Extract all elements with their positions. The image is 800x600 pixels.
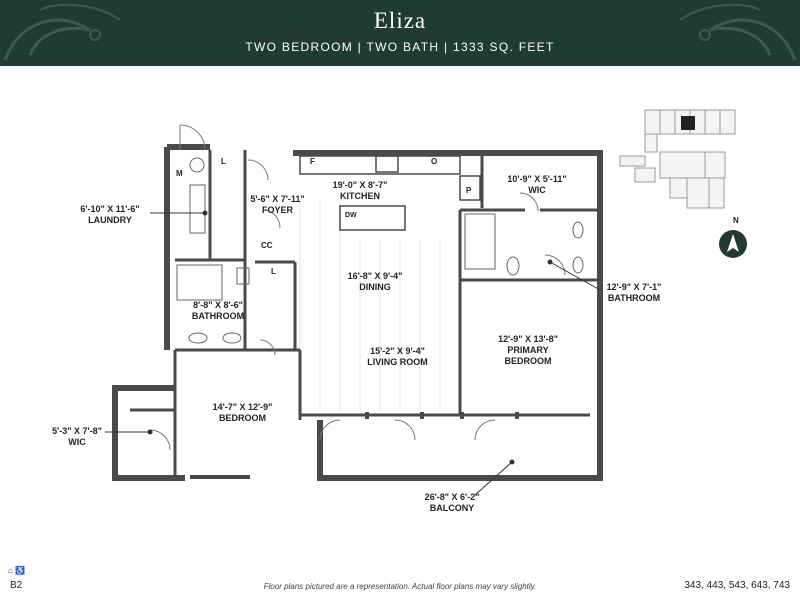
room-foyer-dim: 5'-6" X 7'-11": [250, 194, 305, 204]
room-foyer: 5'-6" X 7'-11" FOYER: [240, 194, 315, 216]
room-wic-primary-dim: 10'-9" X 5'-11": [507, 174, 567, 184]
room-laundry-dim: 6'-10" X 11'-6": [80, 204, 140, 214]
room-wic-primary-name: WIC: [528, 185, 546, 195]
room-bathroom-dim: 8'-8" X 8'-6": [193, 300, 243, 310]
keyplan-unit-highlight: [681, 116, 695, 130]
floor-plan-drawing: [105, 124, 603, 496]
room-laundry: 6'-10" X 11'-6" LAUNDRY: [70, 204, 150, 226]
room-dining-dim: 16'-8" X 9'-4": [347, 271, 403, 281]
room-wic: 5'-3" X 7'-8" WIC: [42, 426, 112, 448]
room-living-room: 15'-2" X 9'-4" LIVING ROOM: [355, 346, 440, 368]
unit-numbers: 343, 443, 543, 643, 743: [684, 580, 790, 591]
room-wic-primary: 10'-9" X 5'-11" WIC: [497, 174, 577, 196]
room-bedroom-dim: 14'-7" X 12'-9": [212, 402, 273, 412]
room-kitchen-name: KITCHEN: [340, 191, 380, 201]
plan-title: Eliza: [373, 8, 427, 33]
room-bathroom: 8'-8" X 8'-6" BATHROOM: [178, 300, 258, 322]
room-primary-bedroom-name2: BEDROOM: [504, 356, 552, 366]
tag-l-lower: L: [271, 267, 276, 276]
tag-p: P: [466, 186, 472, 195]
disclaimer-note: Floor plans pictured are a representatio…: [263, 582, 537, 591]
room-bathroom-primary: 12'-9" X 7'-1" BATHROOM: [598, 282, 670, 304]
room-balcony: 26'-8" X 6'-2" BALCONY: [412, 492, 492, 514]
plan-code: B2: [10, 580, 23, 591]
tag-f: F: [310, 157, 315, 166]
north-label: N: [733, 216, 739, 225]
room-foyer-name: FOYER: [261, 205, 293, 215]
tag-o: O: [431, 157, 438, 166]
accessibility-icons: ⌂ ♿: [8, 566, 26, 575]
room-primary-bedroom-name1: PRIMARY: [507, 345, 549, 355]
plan-subtitle: TWO BEDROOM | TWO BATH | 1333 SQ. FEET: [245, 40, 555, 54]
room-bathroom-primary-dim: 12'-9" X 7'-1": [606, 282, 662, 292]
room-bathroom-name: BATHROOM: [191, 311, 245, 321]
room-kitchen-dim: 19'-0" X 8'-7": [332, 180, 388, 190]
left-flourish-ornament: [3, 3, 121, 61]
header-banner: Eliza TWO BEDROOM | TWO BATH | 1333 SQ. …: [0, 0, 800, 66]
building-keyplan: [619, 109, 736, 209]
room-dining: 16'-8" X 9'-4" DINING: [335, 271, 415, 293]
room-living-room-dim: 15'-2" X 9'-4": [370, 346, 425, 356]
tag-m: M: [176, 169, 183, 178]
room-laundry-name: LAUNDRY: [88, 215, 132, 225]
compass-icon: [719, 230, 747, 258]
room-bedroom-name: BEDROOM: [219, 413, 266, 423]
room-wic-name: WIC: [68, 437, 86, 447]
room-wic-dim: 5'-3" X 7'-8": [52, 426, 102, 436]
floor-plan: N 6'-10" X 11'-6" LAUNDRY 5'-6" X 7'-11"…: [0, 66, 800, 566]
room-kitchen: 19'-0" X 8'-7" KITCHEN: [320, 180, 400, 202]
room-bathroom-primary-name: BATHROOM: [607, 293, 661, 303]
room-bedroom: 14'-7" X 12'-9" BEDROOM: [200, 402, 285, 424]
room-balcony-name: BALCONY: [429, 503, 475, 513]
room-primary-bedroom: 12'-9" X 13'-8" PRIMARY BEDROOM: [488, 334, 568, 367]
room-dining-name: DINING: [359, 282, 391, 292]
right-flourish-ornament: [679, 3, 797, 61]
tag-cc: CC: [261, 241, 273, 250]
room-living-room-name: LIVING ROOM: [367, 357, 428, 367]
room-primary-bedroom-dim: 12'-9" X 13'-8": [498, 334, 558, 344]
tag-dw: DW: [345, 212, 357, 219]
tag-l-upper: L: [221, 157, 226, 166]
room-balcony-dim: 26'-8" X 6'-2": [424, 492, 480, 502]
